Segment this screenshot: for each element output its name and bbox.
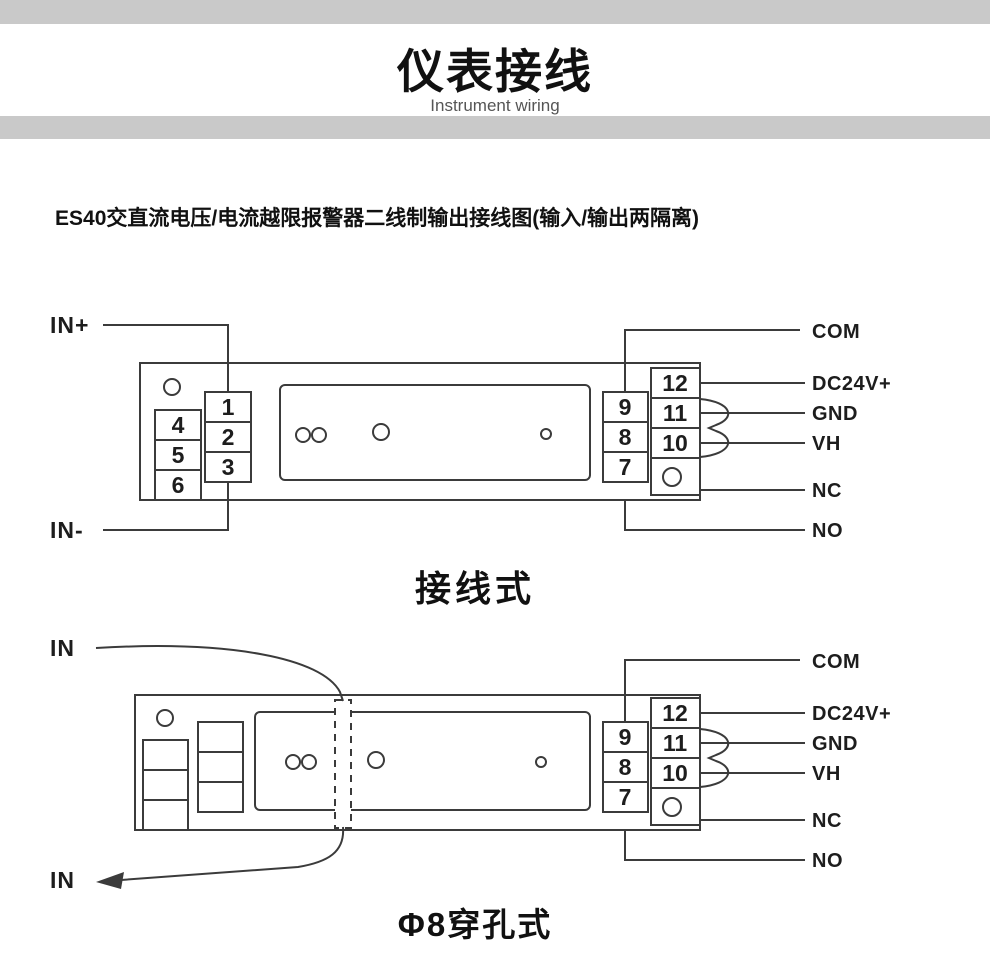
in-bottom-label: IN: [50, 867, 75, 893]
header-band-bottom: [0, 116, 990, 139]
terminal-box: [197, 721, 244, 753]
terminal-box: [142, 799, 189, 831]
center-panel: [279, 384, 591, 481]
terminal-6-label: 6: [172, 472, 185, 498]
vh-label: VH: [812, 433, 841, 455]
wire-no: [624, 830, 805, 861]
terminal-7-label: 7: [619, 784, 632, 810]
jumper-loop: [699, 398, 730, 458]
terminal-box: [142, 739, 189, 771]
no-label: NO: [812, 520, 843, 542]
device-body-2: [134, 694, 730, 831]
dc24v-label: DC24V+: [812, 373, 891, 395]
wire-no: [624, 500, 805, 531]
diagram-description: ES40交直流电压/电流越限报警器二线制输出接线图(输入/输出两隔离): [55, 207, 700, 230]
wire-com: [624, 329, 800, 392]
terminal-box: [602, 781, 649, 813]
terminal-box: [650, 457, 701, 496]
terminal-box: [197, 751, 244, 783]
terminal-10-label: 10: [662, 760, 688, 786]
wire-in-minus: [103, 482, 229, 531]
panel-hole: [311, 427, 327, 443]
vh-label: VH: [812, 763, 841, 785]
terminal-10-label: 10: [662, 430, 688, 456]
com-label: COM: [812, 321, 860, 343]
mounting-hole: [662, 797, 682, 817]
panel-hole: [367, 751, 385, 769]
in-top-label: IN: [50, 635, 75, 661]
terminal-12-label: 12: [662, 370, 688, 396]
through-hole-diagram: IN IN 9 8 7 12 11 10 COM DC24V+ GND VH N…: [50, 635, 891, 893]
terminal-11-label: 11: [663, 730, 688, 756]
terminal-8-label: 8: [619, 754, 632, 780]
terminal-box: [154, 469, 202, 501]
wires-2: [95, 645, 805, 889]
center-panel: [254, 711, 591, 811]
panel-hole: [301, 754, 317, 770]
panel-hole: [372, 423, 390, 441]
nc-label: NC: [812, 810, 842, 832]
gnd-label: GND: [812, 403, 858, 425]
mounting-hole: [156, 709, 174, 727]
wires-1: [103, 324, 805, 531]
terminal-box: [197, 781, 244, 813]
through-hole-caption: Φ8穿孔式: [397, 906, 553, 943]
wire-in-plus: [103, 324, 229, 392]
panel-hole: [285, 754, 301, 770]
dc24v-label: DC24V+: [812, 703, 891, 725]
terminal-11-label: 11: [663, 400, 688, 426]
panel-hole: [535, 756, 547, 768]
through-hole-slot: [334, 699, 352, 829]
wire-com: [624, 659, 800, 722]
in-minus-label: IN-: [50, 517, 84, 543]
jumper-loop: [699, 728, 730, 788]
terminal-box: [650, 787, 701, 826]
panel-hole: [540, 428, 552, 440]
com-label: COM: [812, 651, 860, 673]
no-label: NO: [812, 850, 843, 872]
terminal-7-label: 7: [619, 454, 632, 480]
header-band-top: [0, 0, 990, 24]
wired-caption: 接线式: [414, 568, 535, 609]
terminal-box: [142, 769, 189, 801]
mounting-hole: [163, 378, 181, 396]
terminal-1-label: 1: [222, 394, 235, 420]
panel-hole: [295, 427, 311, 443]
terminal-2-label: 2: [222, 424, 235, 450]
gnd-label: GND: [812, 733, 858, 755]
terminal-8-label: 8: [619, 424, 632, 450]
wire-in-top: [95, 645, 344, 702]
wire-in-bottom: [120, 826, 345, 881]
mounting-hole: [662, 467, 682, 487]
arrowhead-icon: [96, 872, 124, 889]
terminal-3-label: 3: [222, 454, 235, 480]
terminal-12-label: 12: [662, 700, 688, 726]
page-subtitle: Instrument wiring: [430, 96, 560, 115]
nc-label: NC: [812, 480, 842, 502]
page-title: 仪表接线: [397, 45, 593, 98]
terminal-4-label: 4: [172, 412, 185, 438]
terminal-9-label: 9: [619, 394, 632, 420]
terminal-9-label: 9: [619, 724, 632, 750]
in-plus-label: IN+: [50, 312, 89, 338]
terminal-box: [602, 451, 649, 483]
terminal-5-label: 5: [172, 442, 185, 468]
wired-diagram: IN+ IN- 4 5 6 1 2 3 9 8 7 12 11 10 COM D…: [50, 312, 891, 543]
